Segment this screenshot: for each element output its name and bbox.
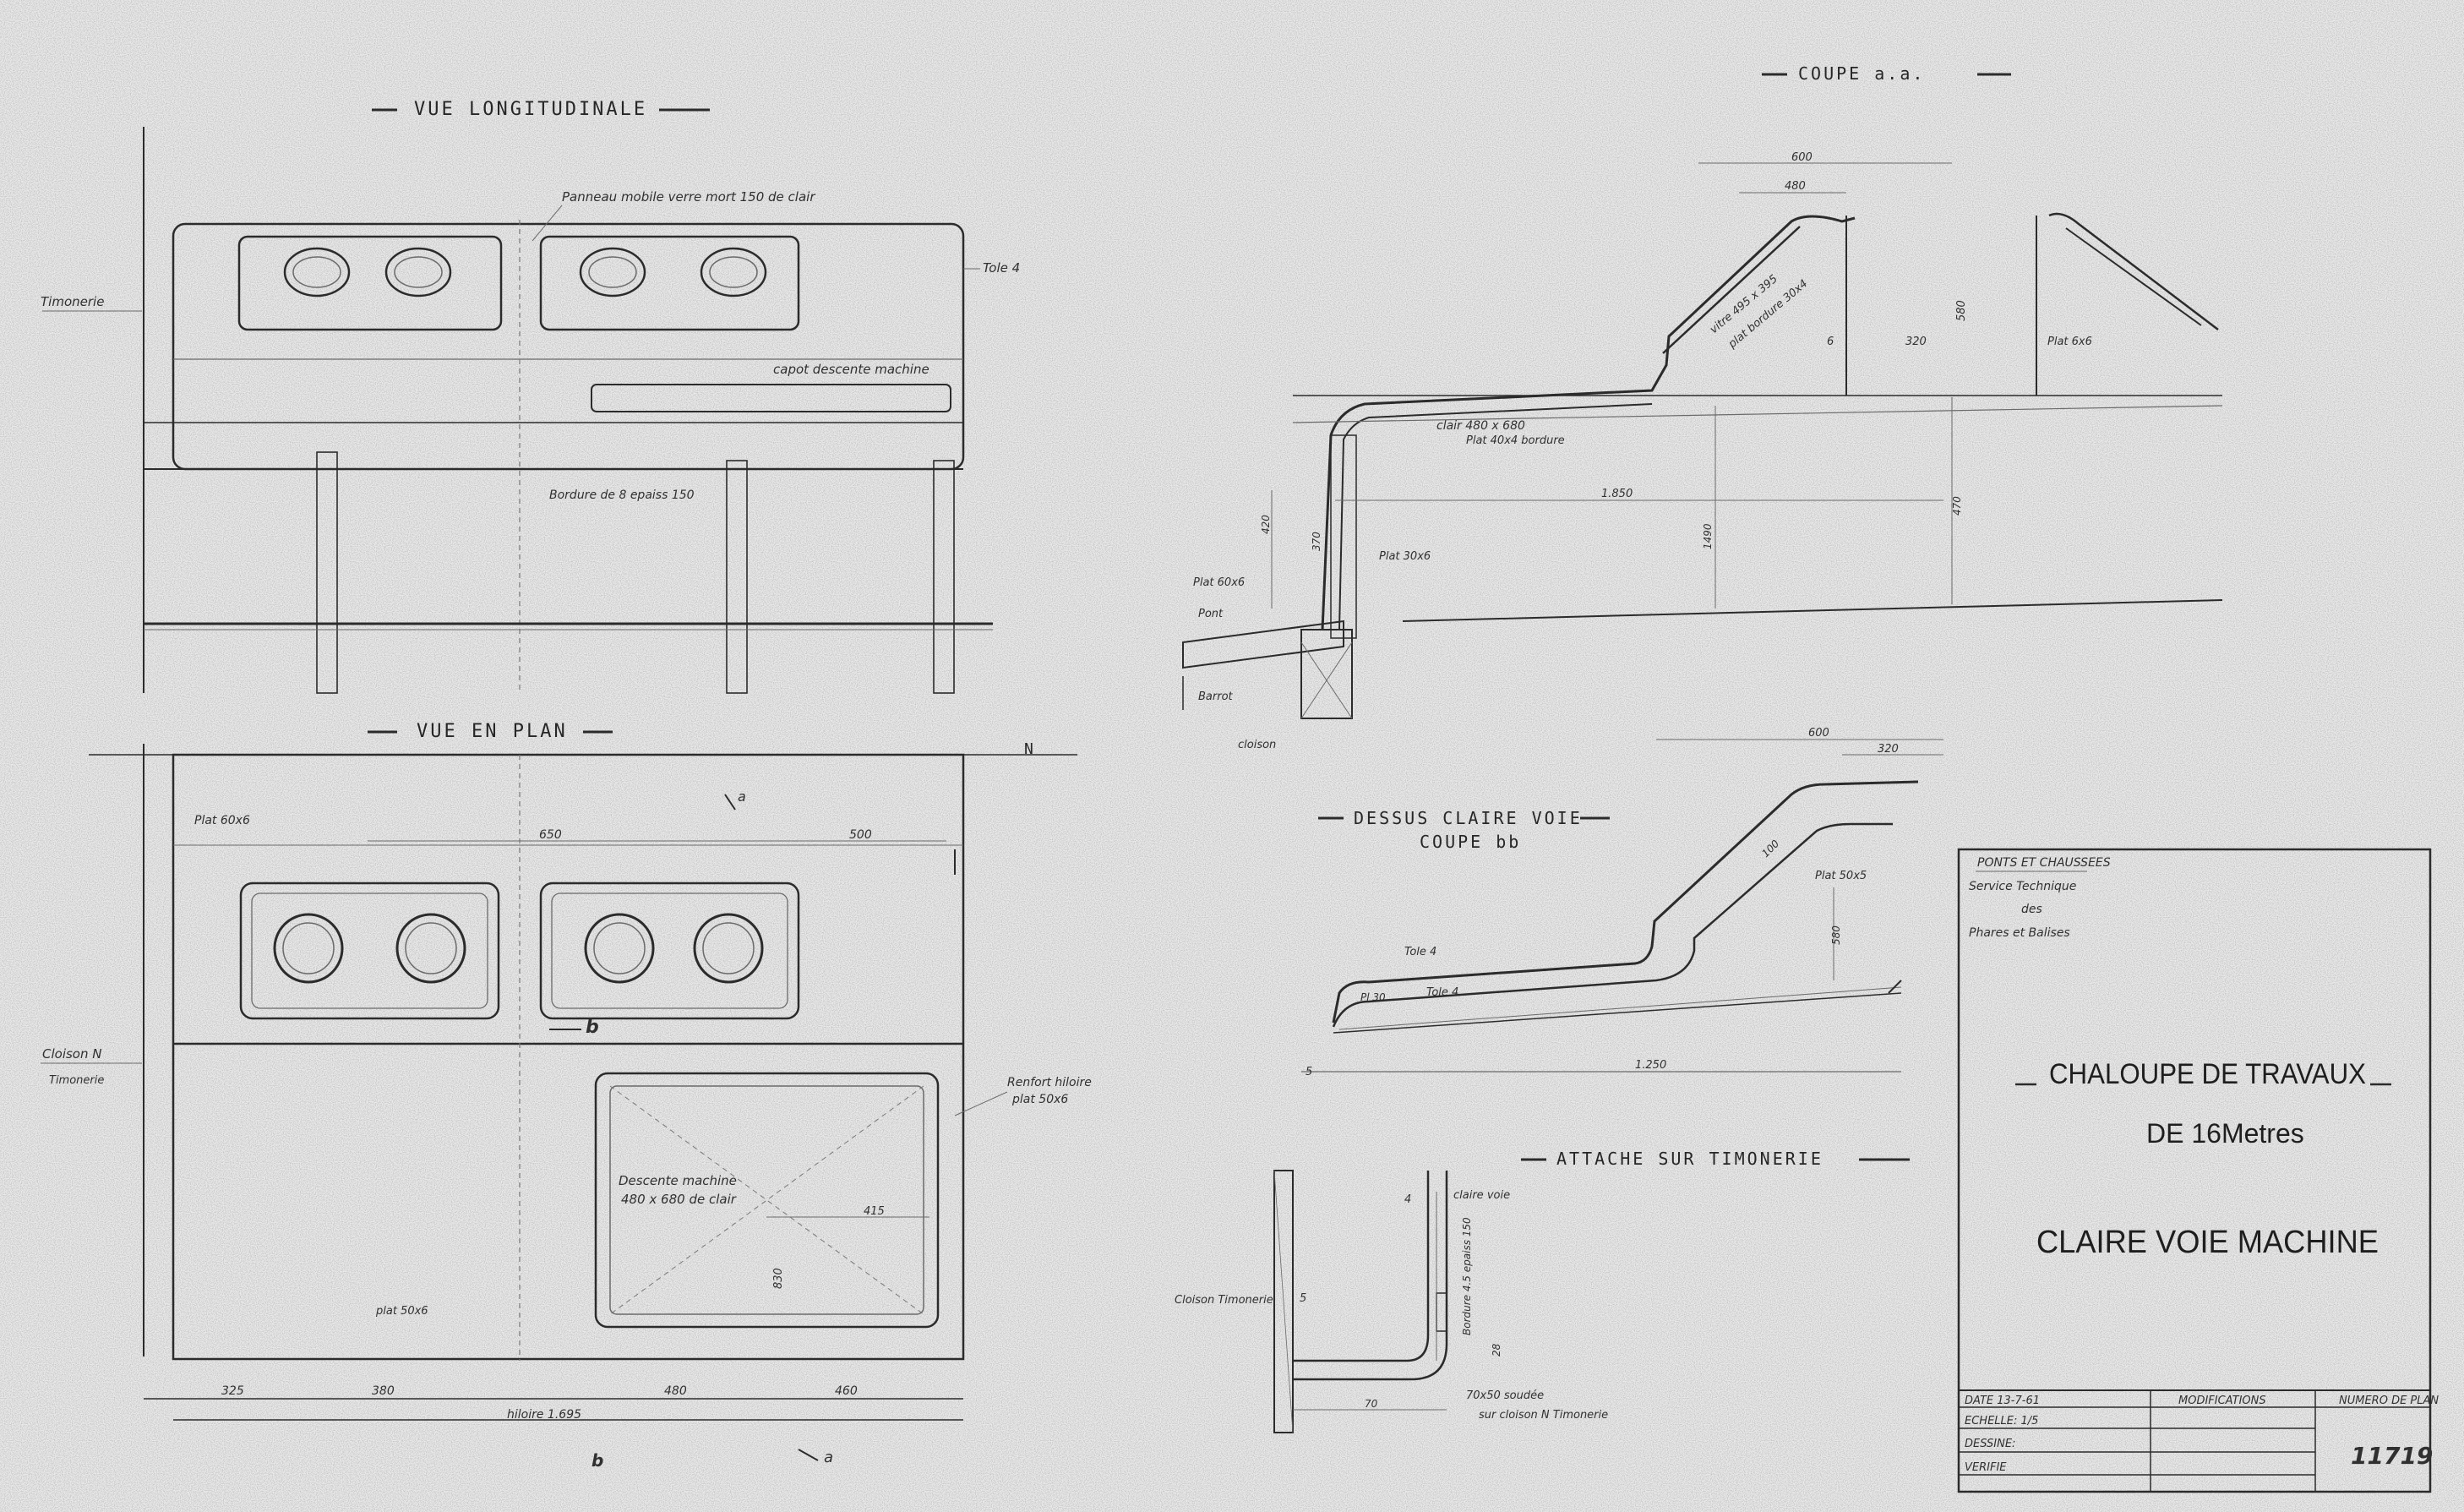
descente-dim: 480 x 680 de clair <box>621 1192 737 1207</box>
title-block: PONTS ET CHAUSSEES Service Technique des… <box>1957 848 2439 1493</box>
org-line-1: PONTS ET CHAUSSEES <box>1977 856 2111 870</box>
section-aa-title: COUPE a.a. <box>1798 63 1925 84</box>
longitudinal-view: VUE LONGITUDINALE Panneau mobile verre m… <box>41 99 1020 694</box>
section-a-mark-top: a <box>738 789 746 805</box>
dim-bottom-1: 325 <box>221 1384 244 1398</box>
capot-note: capot descente machine <box>773 362 929 377</box>
attache-detail: ATTACHE SUR TIMONERIE claire voie 4 Bord… <box>1175 1149 1910 1433</box>
echelle-label: ECHELLE: 1/5 <box>1965 1415 2038 1427</box>
aa-dim-370: 370 <box>1311 532 1322 551</box>
attache-title: ATTACHE SUR TIMONERIE <box>1556 1149 1823 1169</box>
attache-dim-5: 5 <box>1300 1292 1306 1305</box>
north-mark: N <box>1024 740 1033 758</box>
aa-dim-6: 6 <box>1827 336 1834 348</box>
aa-dim-580: 580 <box>1955 300 1968 321</box>
section-b-mark-left: b <box>586 1017 599 1038</box>
dim-bottom-3: 480 <box>664 1384 687 1398</box>
plan-view: VUE EN PLAN N a b 650 500 Plat 60x6 <box>41 721 1092 1471</box>
timonerie-note: Timonerie <box>41 294 104 309</box>
plan-frame-right <box>539 882 800 1020</box>
dim-650: 650 <box>539 828 562 842</box>
aa-plat-30x6: Plat 30x6 <box>1379 550 1431 563</box>
aa-dim-1490: 1490 <box>1702 523 1714 549</box>
timonerie-plan-note: Timonerie <box>49 1074 104 1087</box>
dim-415: 415 <box>864 1205 885 1218</box>
plat-bottom-note: plat 50x6 <box>375 1305 428 1318</box>
date-label: DATE 13-7-61 <box>1965 1395 2040 1407</box>
aa-barrot: Barrot <box>1198 690 1234 703</box>
panel-note: Panneau mobile verre mort 150 de clair <box>562 189 815 205</box>
attache-cloison: Cloison Timonerie <box>1175 1294 1273 1307</box>
descente-note: Descente machine <box>619 1173 737 1188</box>
bb-tole-4b: Tole 4 <box>1426 986 1458 999</box>
dim-bottom-2: 380 <box>372 1384 395 1398</box>
drawing-title-2: DE 16Metres <box>2146 1118 2304 1149</box>
plan-frame-left <box>239 882 500 1020</box>
aa-plat-6x6: Plat 6x6 <box>2047 336 2092 348</box>
aa-cloison: cloison <box>1238 739 1276 751</box>
attache-bordure: Bordure 4.5 epaiss 150 <box>1461 1217 1473 1335</box>
aa-dim-320: 320 <box>1905 336 1927 348</box>
bb-dim-600: 600 <box>1808 727 1829 740</box>
drawing-title-3: CLAIRE VOIE MACHINE <box>2036 1225 2379 1260</box>
porthole-4 <box>700 247 767 297</box>
section-bb-title: DESSUS CLAIRE VOIE <box>1354 808 1583 828</box>
bb-dim-580: 580 <box>1830 925 1842 945</box>
aa-plat-60x6: Plat 60x6 <box>1193 576 1245 589</box>
aa-dim-470: 470 <box>1951 496 1963 516</box>
tole-note: Tole 4 <box>983 260 1020 276</box>
attache-cornier-2: sur cloison N Timonerie <box>1479 1409 1608 1422</box>
panel-left <box>237 235 503 331</box>
bb-dim-1250: 1.250 <box>1635 1059 1666 1072</box>
attache-dim-70: 70 <box>1365 1398 1378 1410</box>
aa-clair-note: clair 480 x 680 <box>1436 419 1525 433</box>
dim-bottom-4: 460 <box>835 1384 858 1398</box>
renfort-note: Renfort hiloire <box>1007 1076 1092 1089</box>
hatch-outer <box>594 1072 940 1329</box>
aa-dim-1850: 1.850 <box>1601 488 1633 500</box>
hiloire-dim: hiloire 1.695 <box>507 1408 581 1422</box>
porthole-1 <box>283 247 351 297</box>
porthole-3 <box>579 247 646 297</box>
plan-title: VUE EN PLAN <box>417 721 568 742</box>
bordure-note: Bordure de 8 epaiss 150 <box>549 489 695 502</box>
aa-plat-40x4: Plat 40x4 bordure <box>1466 434 1565 447</box>
dim-830: 830 <box>772 1268 785 1289</box>
attache-cornier: 70x50 soudée <box>1466 1389 1544 1402</box>
attache-dim-4: 4 <box>1404 1193 1411 1206</box>
aa-dim-600: 600 <box>1791 151 1813 164</box>
attache-dim-28: 28 <box>1491 1343 1502 1356</box>
panel-right <box>539 235 800 331</box>
plat-top-note: Plat 60x6 <box>194 814 250 827</box>
aa-dim-480: 480 <box>1785 180 1806 193</box>
verifie-label: VERIFIE <box>1965 1461 2007 1474</box>
drawing-title-1: CHALOUPE DE TRAVAUX <box>2049 1058 2366 1090</box>
numero-label: NUMERO DE PLAN <box>2339 1395 2439 1407</box>
porthole-2 <box>384 247 452 297</box>
section-a-mark-bottom: a <box>824 1449 833 1466</box>
longitudinal-title: VUE LONGITUDINALE <box>414 99 647 120</box>
bb-plat-50x5: Plat 50x5 <box>1815 870 1867 882</box>
attache-claire-voie: claire voie <box>1453 1189 1510 1202</box>
bb-tole-4a: Tole 4 <box>1404 946 1436 958</box>
dim-500: 500 <box>849 828 872 842</box>
aa-dim-420: 420 <box>1260 515 1272 534</box>
org-line-4: Phares et Balises <box>1969 926 2070 940</box>
bb-plat-30x6: Pl 30 <box>1360 991 1386 1003</box>
plan-portholes <box>273 913 764 984</box>
aa-pont: Pont <box>1198 608 1224 620</box>
org-line-2: Service Technique <box>1969 880 2076 893</box>
bb-dim-320: 320 <box>1878 743 1899 756</box>
section-bb: DESSUS CLAIRE VOIE COUPE bb 600 320 100 … <box>1301 727 1943 1078</box>
section-bb-subtitle: COUPE bb <box>1420 832 1521 852</box>
cloison-note: Cloison N <box>42 1046 101 1062</box>
section-b-mark-bottom: b <box>591 1450 603 1471</box>
modif-label: MODIFICATIONS <box>2178 1395 2266 1407</box>
renfort-note-2: plat 50x6 <box>1011 1093 1068 1106</box>
dessine-label: DESSINE: <box>1965 1438 2015 1450</box>
bb-dim-5: 5 <box>1306 1066 1312 1078</box>
org-line-3: des <box>2021 903 2042 916</box>
plan-number: 11719 <box>2351 1442 2433 1470</box>
